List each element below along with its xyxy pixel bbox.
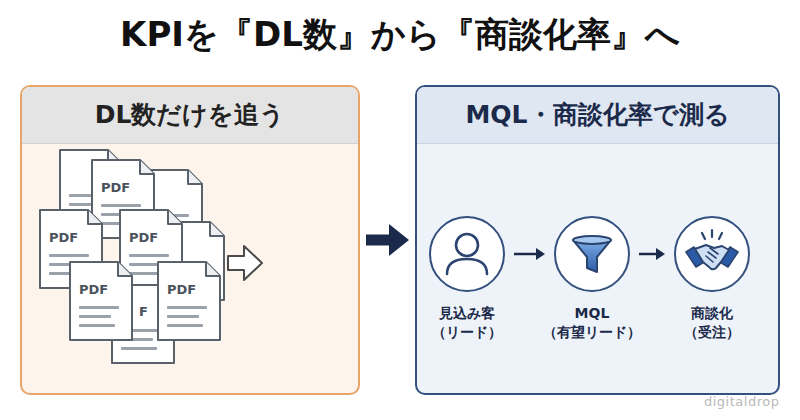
handshake-icon [676, 218, 748, 290]
watermark: digitaldrop [704, 394, 779, 409]
after-panel: MQL・商談化率で測る 見込み客 （リード） MQL （有望リード） 商談化 （… [415, 85, 780, 395]
transition-arrow [366, 224, 409, 256]
stage-label: MQL （有望リード） [543, 304, 641, 342]
pdf-label: PDF [129, 230, 158, 245]
lead-circle: 見込み客 （リード） [429, 216, 505, 292]
panel-heading: DL数だけを追う [22, 87, 358, 144]
arrow-head [389, 224, 409, 256]
panel-heading: MQL・商談化率で測る [417, 87, 778, 144]
stage-label: 見込み客 （リード） [432, 304, 502, 342]
arrow-head [656, 248, 665, 260]
arrow-head [536, 248, 545, 260]
deal-circle: 商談化 （受注） [674, 216, 750, 292]
flow-arrow [514, 248, 545, 260]
arrow-shaft [514, 253, 537, 256]
pdf-label: PDF [167, 282, 196, 297]
pdf-label: F [139, 304, 148, 319]
diagram-title: KPIを『DL数』から『商談化率』へ [0, 12, 800, 58]
funnel-icon [556, 218, 628, 290]
flow-arrow [639, 248, 665, 260]
arrow-shaft [366, 235, 390, 246]
stage-label: 商談化 （受注） [684, 304, 740, 342]
pdf-label: PDF [101, 180, 130, 195]
pdf-label: PDF [49, 230, 78, 245]
person-icon [431, 218, 503, 290]
pdf-label: PDF [79, 282, 108, 297]
mql-circle: MQL （有望リード） [554, 216, 630, 292]
arrow-shaft [639, 253, 657, 256]
